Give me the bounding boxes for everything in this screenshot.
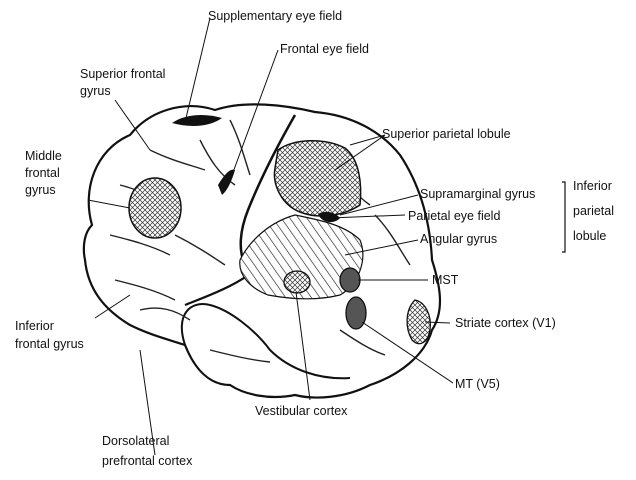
label-inferior-parietal-lobule-line1: Inferior: [573, 179, 612, 193]
label-superior-frontal-gyrus-line2: gyrus: [80, 84, 111, 98]
mt-region: [346, 297, 366, 329]
inferior-parietal-bracket: [562, 182, 565, 252]
label-inferior-frontal-gyrus-line1: Inferior: [15, 319, 54, 333]
superior-parietal-lobule-region: [274, 141, 360, 216]
label-striate-cortex: Striate cortex (V1): [455, 316, 556, 330]
label-dorsolateral-prefrontal-line2: prefrontal cortex: [102, 454, 193, 468]
label-vestibular-cortex: Vestibular cortex: [255, 404, 348, 418]
label-superior-parietal-lobule: Superior parietal lobule: [382, 127, 511, 141]
label-superior-frontal-gyrus-line1: Superior frontal: [80, 67, 165, 81]
mst-region: [340, 268, 360, 292]
label-middle-frontal-gyrus-line1: Middle: [25, 149, 62, 163]
label-middle-frontal-gyrus-line2: frontal: [25, 166, 60, 180]
label-angular-gyrus: Angular gyrus: [420, 232, 497, 246]
label-mt: MT (V5): [455, 377, 500, 391]
label-supramarginal-gyrus: Supramarginal gyrus: [420, 187, 535, 201]
label-frontal-eye-field: Frontal eye field: [280, 42, 369, 56]
label-mst: MST: [432, 273, 459, 287]
vestibular-cortex-region: [284, 271, 310, 293]
label-dorsolateral-prefrontal-line1: Dorsolateral: [102, 434, 169, 448]
label-parietal-eye-field: Parietal eye field: [408, 209, 500, 223]
label-middle-frontal-gyrus-line3: gyrus: [25, 183, 56, 197]
middle-frontal-gyrus-region: [129, 178, 181, 238]
label-inferior-frontal-gyrus-line2: frontal gyrus: [15, 337, 84, 351]
label-inferior-parietal-lobule-line3: lobule: [573, 229, 606, 243]
label-supplementary-eye-field: Supplementary eye field: [208, 9, 342, 23]
label-inferior-parietal-lobule-line2: parietal: [573, 204, 614, 218]
